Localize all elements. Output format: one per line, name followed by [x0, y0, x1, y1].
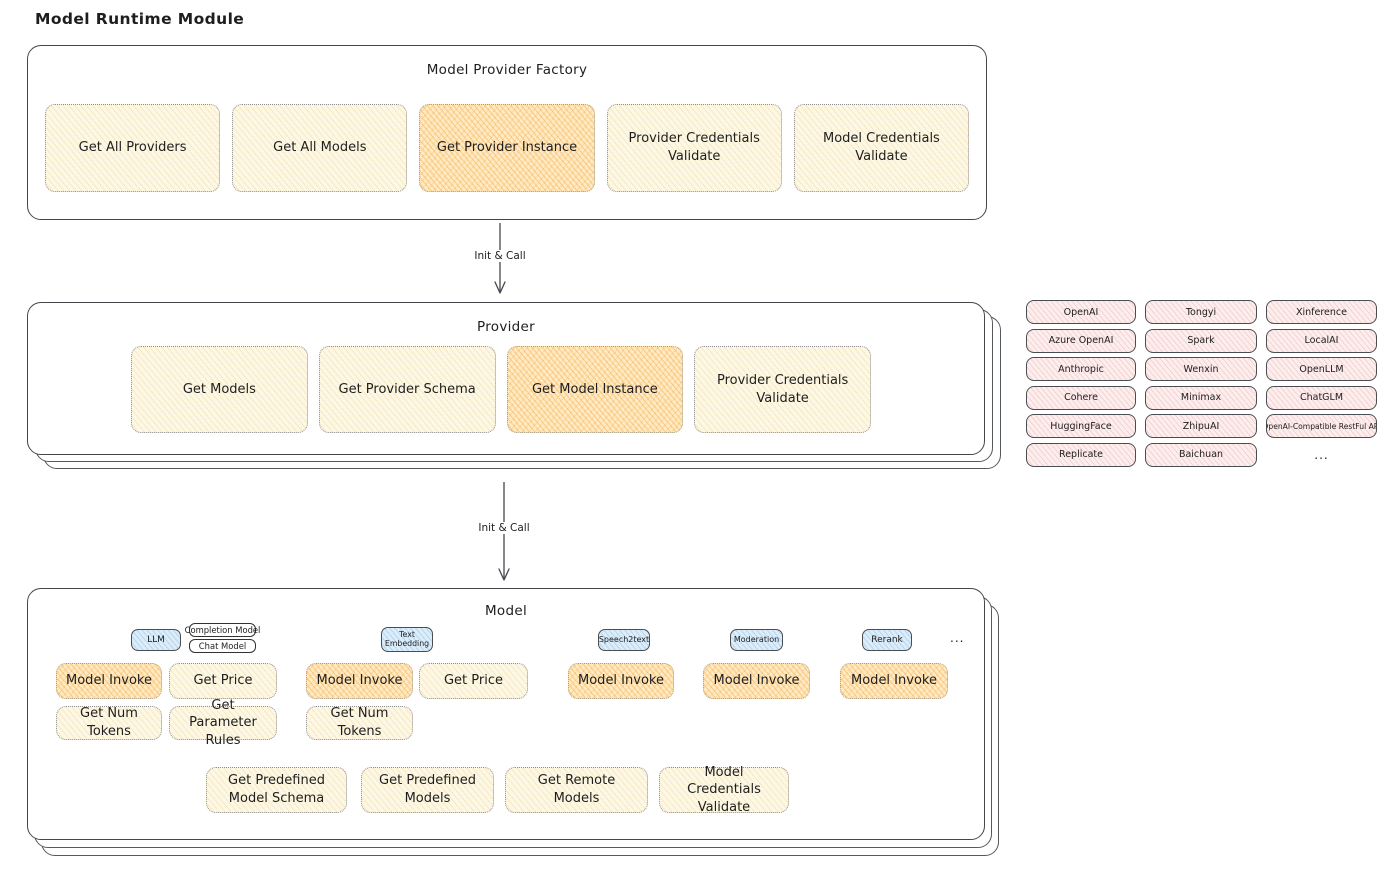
llm-get-parameter-rules-button: Get Parameter Rules — [169, 698, 277, 748]
provider-pill-baichuan: Baichuan — [1145, 442, 1257, 467]
init-call-label-1: Init & Call — [470, 250, 530, 262]
model-button-model-credentials-validate: Model Credentials Validate — [659, 765, 789, 815]
model-button-get-predefined-model-schema: Get Predefined Model Schema — [206, 767, 347, 813]
provider-pill-xinference: Xinference — [1266, 300, 1377, 324]
provider-pill-openllm: OpenLLM — [1266, 357, 1377, 381]
provider-button-get-models: Get Models — [131, 346, 308, 433]
provider-pill-huggingface: HuggingFace — [1026, 414, 1136, 438]
factory-button-provider-credentials-validate: Provider Credentials Validate — [606, 104, 782, 192]
provider-button-get-provider-schema: Get Provider Schema — [318, 346, 496, 433]
factory-button-get-provider-instance: Get Provider Instance — [419, 104, 595, 192]
model-box: Model LLM Completion Model Chat Model Te… — [27, 588, 985, 840]
provider-pill-minimax: Minimax — [1145, 385, 1257, 410]
provider-pill-azure-openai: Azure OpenAI — [1026, 328, 1136, 353]
factory-button-model-credentials-validate: Model Credentials Validate — [793, 104, 970, 192]
provider-pill-replicate: Replicate — [1026, 442, 1136, 467]
provider-list-grid: OpenAI Tongyi Xinference Azure OpenAI Sp… — [1026, 300, 1377, 467]
factory-box: Model Provider Factory Get All Providers… — [27, 45, 987, 220]
model-tabs-ellipsis: ... — [950, 631, 965, 645]
provider-pill-wenxin: Wenxin — [1145, 357, 1257, 381]
tab-rerank: Rerank — [862, 629, 912, 651]
llm-model-invoke-button: Model Invoke — [56, 663, 162, 699]
moderation-model-invoke-button: Model Invoke — [703, 663, 810, 699]
llm-get-num-tokens-button: Get Num Tokens — [56, 706, 162, 740]
tab-moderation: Moderation — [730, 629, 783, 651]
tab-speech2text: Speech2text — [598, 629, 650, 651]
model-button-get-remote-models: Get Remote Models — [505, 767, 648, 813]
provider-pill-localai: LocalAI — [1266, 328, 1377, 353]
init-call-label-2: Init & Call — [474, 522, 534, 534]
provider-button-provider-credentials-validate: Provider Credentials Validate — [694, 346, 871, 433]
text-embedding-get-num-tokens-button: Get Num Tokens — [306, 706, 413, 740]
llm-get-price-button: Get Price — [169, 663, 277, 699]
model-title: Model — [484, 603, 528, 619]
tab-chat-model: Chat Model — [189, 639, 256, 653]
provider-pill-anthropic: Anthropic — [1026, 357, 1136, 381]
provider-pill-spark: Spark — [1145, 328, 1257, 353]
rerank-model-invoke-button: Model Invoke — [840, 663, 948, 699]
text-embedding-model-invoke-button: Model Invoke — [306, 663, 413, 699]
provider-title: Provider — [477, 319, 535, 335]
text-embedding-get-price-button: Get Price — [419, 663, 528, 699]
provider-box: Provider Get Models Get Provider Schema … — [27, 302, 985, 455]
page-title: Model Runtime Module — [35, 10, 245, 28]
provider-pill-zhipuai: ZhipuAI — [1145, 414, 1257, 438]
factory-button-get-all-providers: Get All Providers — [45, 104, 221, 192]
tab-llm: LLM — [131, 629, 181, 651]
provider-pill-openai: OpenAI — [1026, 300, 1136, 324]
model-button-get-predefined-models: Get Predefined Models — [361, 767, 494, 813]
provider-button-get-model-instance: Get Model Instance — [506, 346, 684, 433]
provider-pill-chatglm: ChatGLM — [1266, 385, 1377, 410]
factory-title: Model Provider Factory — [426, 62, 588, 78]
provider-pill-cohere: Cohere — [1026, 385, 1136, 410]
provider-pill-tongyi: Tongyi — [1145, 300, 1257, 324]
tab-completion-model: Completion Model — [184, 623, 261, 637]
provider-pill-openai-compatible-restful-api: OpenAI-Compatible RestFul API — [1266, 414, 1377, 438]
factory-button-get-all-models: Get All Models — [232, 104, 408, 192]
tab-text-embedding: Text Embedding — [381, 627, 433, 652]
more-providers-ellipsis: ... — [1314, 447, 1329, 462]
speech2text-model-invoke-button: Model Invoke — [568, 663, 674, 699]
